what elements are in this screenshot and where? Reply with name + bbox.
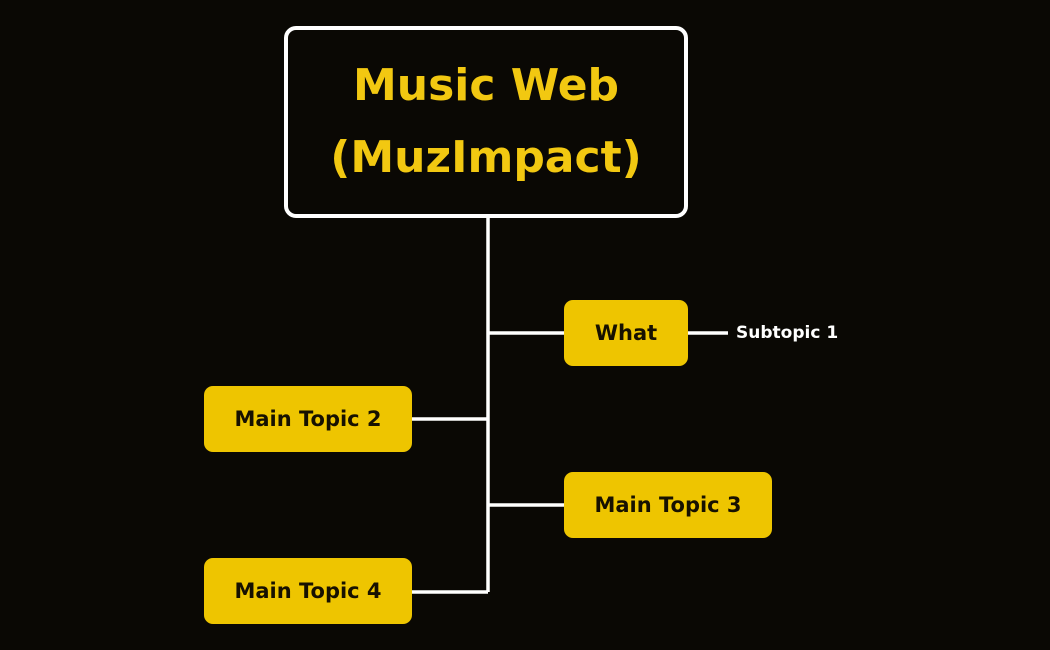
topic-main-topic-3[interactable]: Main Topic 3: [564, 472, 772, 538]
topic-what[interactable]: What: [564, 300, 688, 366]
subtopic-1[interactable]: Subtopic 1: [736, 323, 839, 343]
central-topic-title: Music Web: [352, 60, 620, 111]
topic-main-topic-2[interactable]: Main Topic 2: [204, 386, 412, 452]
central-topic[interactable]: Music Web (MuzImpact): [284, 26, 688, 218]
central-topic-subtitle: (MuzImpact): [330, 132, 642, 183]
topic-main-topic-4[interactable]: Main Topic 4: [204, 558, 412, 624]
